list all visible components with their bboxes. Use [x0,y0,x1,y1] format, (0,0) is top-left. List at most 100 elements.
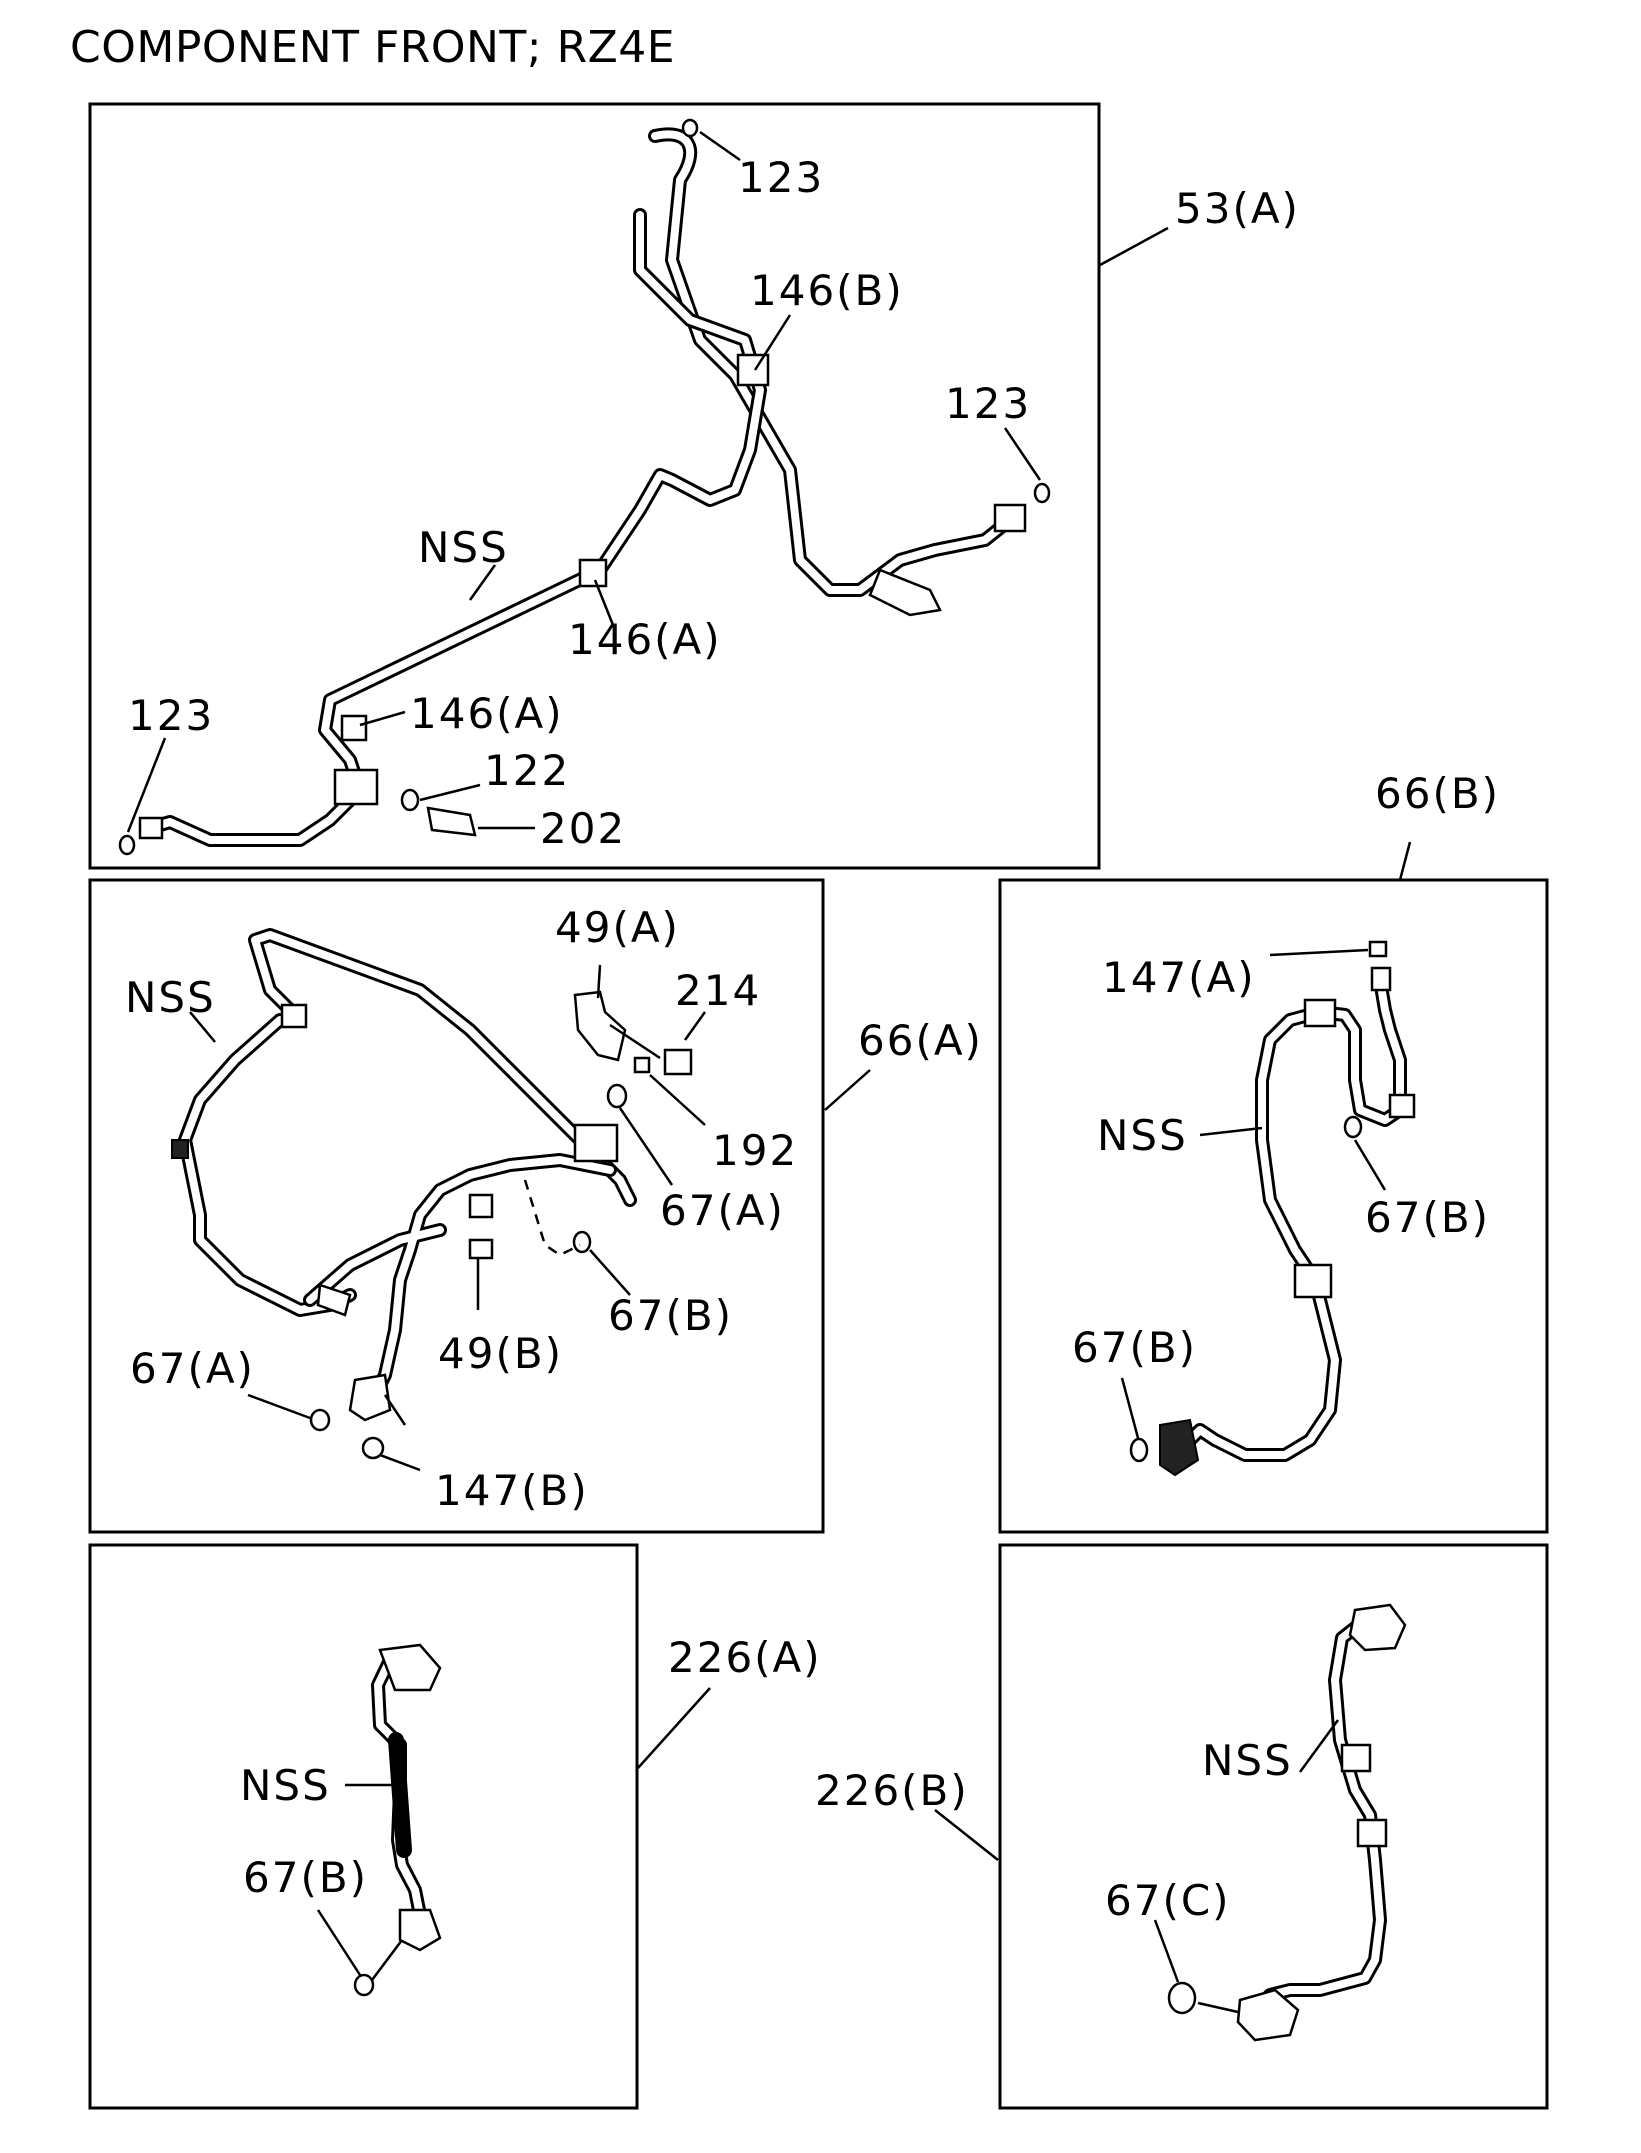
page-title: COMPONENT FRONT; RZ4E [70,22,676,73]
fitting-226b-top-shape [1348,1603,1407,1652]
label-123-left: 123 [128,691,214,740]
leader-147b [379,1453,421,1472]
panel-66b: 147(A) NSS 67(B) 67(B) 66(B) [998,769,1549,1534]
panel-53a-frame [88,102,1101,870]
label-214: 214 [675,966,761,1015]
label-147a: 147(A) [1102,953,1256,1002]
o-ring-67b-66a [572,1230,592,1254]
label-123-right: 123 [945,379,1031,428]
nut-214 [663,1048,693,1076]
label-226a-ref: 226(A) [668,1633,822,1682]
label-67c: 67(C) [1105,1876,1231,1925]
label-66b-ref: 66(B) [1375,769,1500,818]
label-202: 202 [540,804,626,853]
clamp-146a-mid-shape [578,558,608,588]
o-ring-123-top [681,118,699,138]
fitting-66a-right-shape [573,1123,619,1163]
label-53a-ref: 53(A) [1175,184,1300,233]
label-146a-mid: 146(A) [568,615,722,664]
leader-nss-66a [189,1011,216,1043]
panel-226b: NSS 67(C) 226(B) [815,1543,1549,2110]
label-67b-66b-top: 67(B) [1365,1193,1490,1242]
leader-67a-top [618,1107,674,1186]
o-ring-67b-66b-top [1343,1115,1363,1139]
fitting-226a-bottom-shape [398,1908,442,1952]
label-146b: 146(B) [750,266,904,315]
leader-66b-ref [1398,841,1412,881]
label-122: 122 [484,746,570,795]
leader-226b-ref [934,1809,999,1861]
leader-49a [596,964,602,999]
bracket-66a-low-shape [316,1283,352,1317]
leader-123-left [126,737,167,833]
bolt-192 [633,1056,651,1074]
bracket-49a [573,990,627,1062]
label-67b-226a: 67(B) [243,1853,368,1902]
leader-123-top [699,130,741,162]
pipe-assembly-66a [171,928,637,1422]
leader-49a-nut [609,1023,661,1060]
pipe-assembly-226b [1236,1603,1407,2042]
sleeve-66b-mid-shape [1293,1263,1333,1299]
label-nss-53a: NSS [418,523,509,572]
o-ring-123-left [118,834,136,856]
leader-123-right [1003,427,1042,481]
switch-block-shape [333,768,379,806]
pipe-assembly-66b [1159,966,1416,1477]
sleeve-226b-mid-shape [1356,1818,1388,1848]
panel-53a: 123 146(B) 123 NSS 146(A) 146(A) 123 122… [88,102,1300,870]
fitting-66a-mid-shape [468,1193,494,1219]
leader-nss-66b [1199,1126,1263,1137]
label-192: 192 [712,1126,798,1175]
label-67a-low: 67(A) [130,1344,255,1393]
o-ring-67b-66b-low [1129,1437,1149,1463]
label-nss-66b: NSS [1097,1111,1188,1160]
leader-146a-mid [593,579,617,631]
hose-226a-shape [388,1732,412,1858]
label-nss-226b: NSS [1202,1736,1293,1785]
fitting-66b-top-shape [1370,966,1392,992]
leader-146a-low [359,710,406,727]
label-67b-66a: 67(B) [608,1291,733,1340]
o-ring-123-right [1033,482,1051,504]
leader-147a [1269,948,1369,957]
leader-66a-ref [824,1069,871,1111]
pressure-switch-202 [426,806,477,837]
label-226b-ref: 226(B) [815,1766,969,1815]
leader-192 [649,1074,706,1126]
leader-67b-66a-dashed [523,1179,581,1257]
label-49b: 49(B) [438,1329,563,1378]
leader-67b-66a [589,1249,631,1296]
leader-nss-226b [1298,1719,1340,1773]
sleeve-66b-top-shape [1303,998,1337,1028]
o-ring-122 [400,788,420,812]
leader-67b-226a-upper [371,1939,403,1981]
clamp-146b-shape [736,353,770,387]
label-147b: 147(B) [435,1466,589,1515]
label-49a: 49(A) [555,903,680,952]
leader-67b-66b-low [1120,1377,1140,1439]
panel-66a-frame [88,878,825,1534]
panel-66a: 49(A) 214 NSS 192 67(A) 67(B) 49(B) 67(A… [88,878,981,1534]
bracket-49b-shape [468,1238,494,1260]
leader-147b-upper [383,1394,407,1426]
label-67b-66b-low: 67(B) [1072,1323,1197,1372]
leader-67c [1153,1919,1180,1983]
panel-66b-frame [998,878,1549,1534]
panel-226a-frame [88,1543,639,2110]
fitting-66b-bottom-shape [1159,1418,1200,1477]
fitting-226b-bottom-shape [1236,1988,1300,2042]
o-ring-67b-226a [353,1973,375,1997]
label-nss-226a: NSS [240,1761,331,1810]
clamp-66a-top-shape [280,1003,308,1029]
bracket-53a-shape [868,568,942,617]
leader-226a-ref [637,1687,711,1769]
label-146a-low: 146(A) [410,689,564,738]
sleeve-226b-top-shape [1340,1743,1372,1773]
fitting-right-shape [993,503,1027,533]
clamp-146a-low-shape [340,714,368,742]
label-67a-top: 67(A) [660,1186,785,1235]
cap-147a [1368,940,1388,958]
label-123-top: 123 [738,153,824,202]
